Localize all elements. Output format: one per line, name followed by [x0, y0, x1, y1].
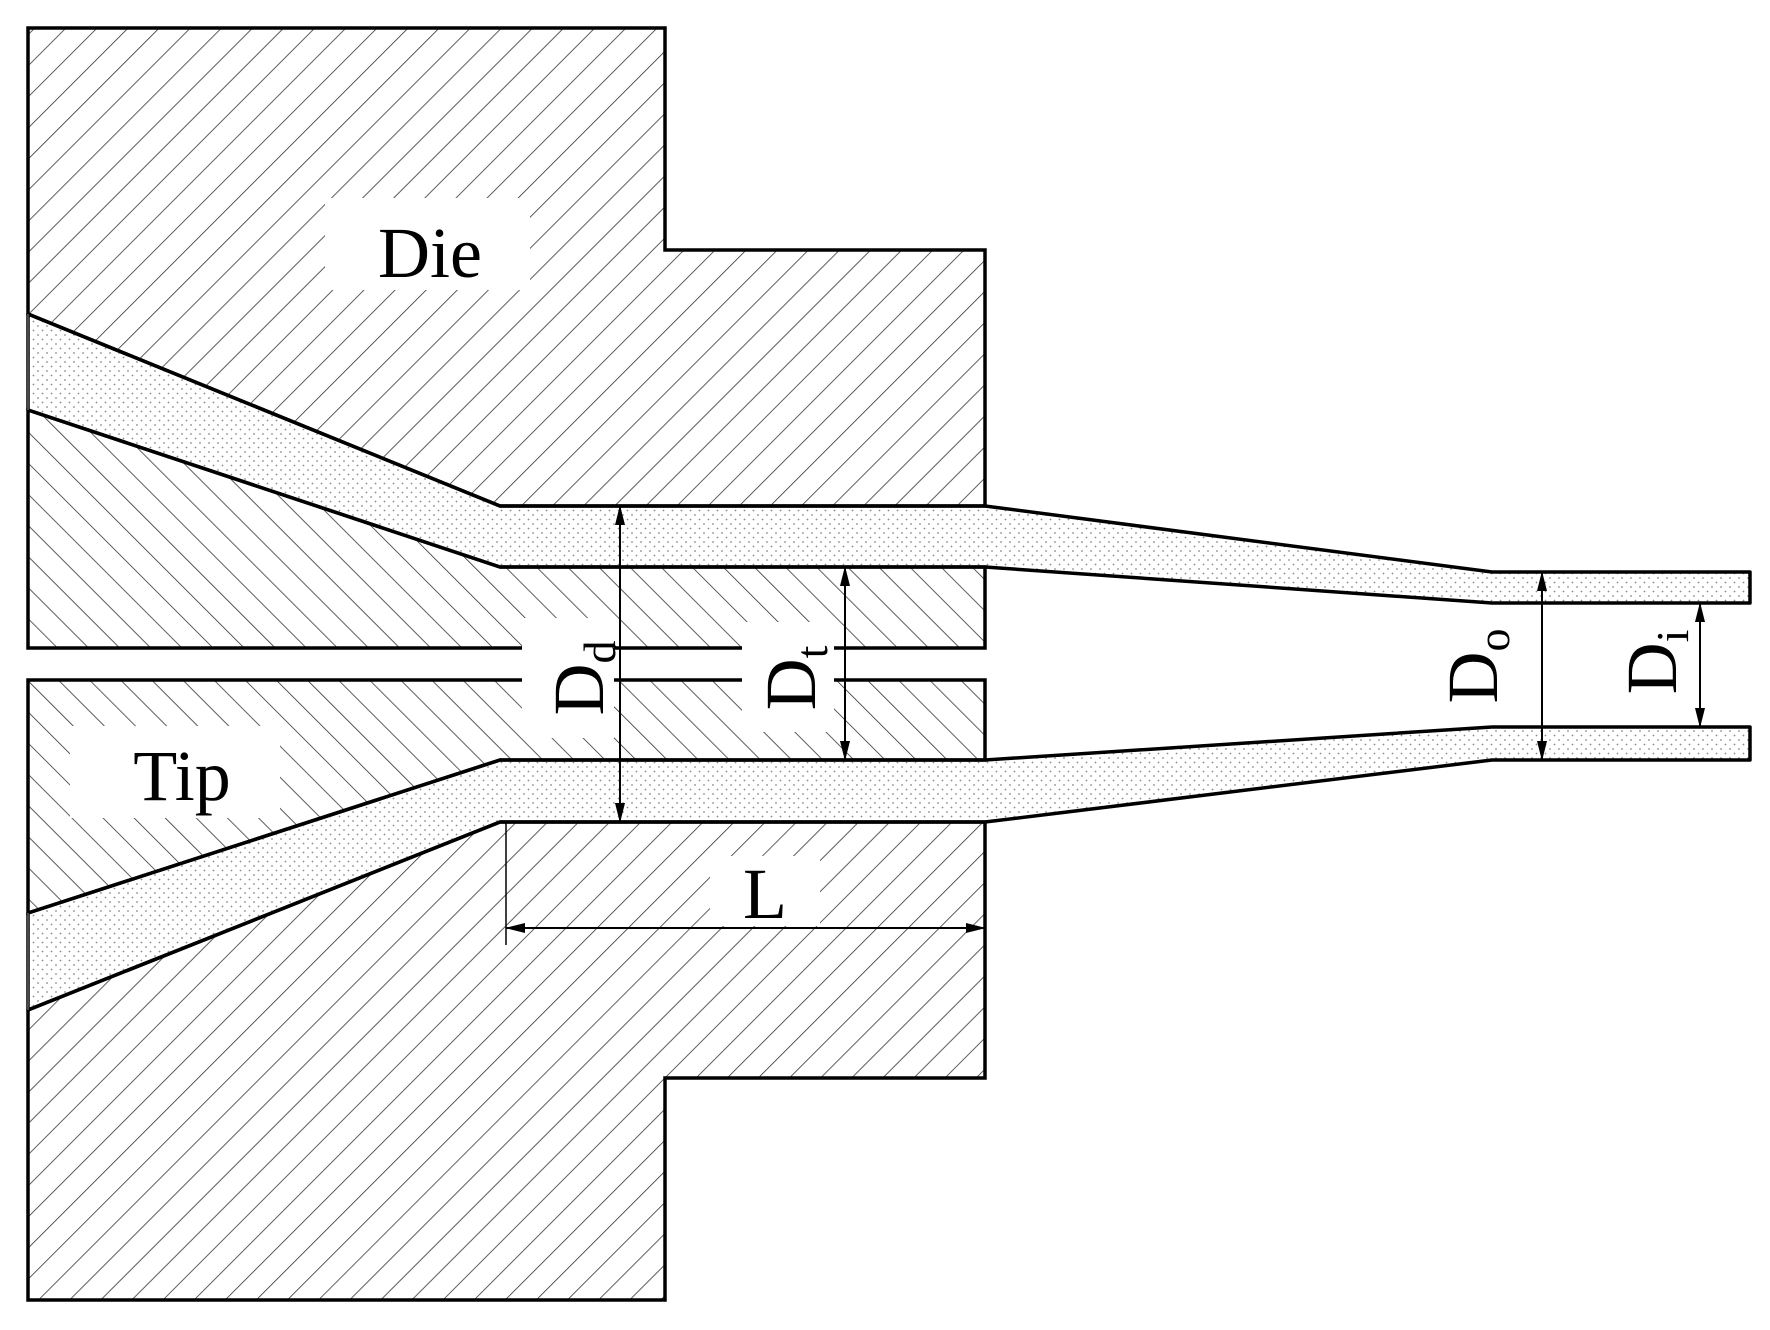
inner-diameter-label: Di [1612, 630, 1698, 695]
land-length-label-background [710, 856, 820, 926]
die-diameter-symbol: D [539, 664, 619, 716]
tip-diameter-symbol: D [751, 658, 831, 710]
die-diameter-label: Dd [539, 641, 625, 716]
outer-diameter-symbol: D [1433, 652, 1513, 704]
outer-diameter-label: Do [1433, 629, 1519, 704]
die-diameter-label-background [522, 618, 614, 738]
melt-channel-upper [26, 312, 1752, 605]
die-label-background [325, 198, 530, 290]
inner-diameter-subscript: i [1647, 630, 1698, 643]
inner-diameter-symbol: D [1612, 642, 1692, 694]
tip-label: Tip [133, 736, 230, 816]
land-length-label: L [743, 854, 787, 934]
outer-diameter-subscript: o [1468, 629, 1519, 652]
melt-channel-lower [26, 725, 1752, 1012]
die-diameter-subscript: d [574, 641, 625, 664]
tip-diameter-label: Dt [751, 645, 837, 710]
tip-diameter-label-background [742, 622, 834, 732]
die-label: Die [378, 213, 482, 293]
tip-label-background [70, 726, 280, 818]
tip-diameter-subscript: t [786, 645, 837, 658]
